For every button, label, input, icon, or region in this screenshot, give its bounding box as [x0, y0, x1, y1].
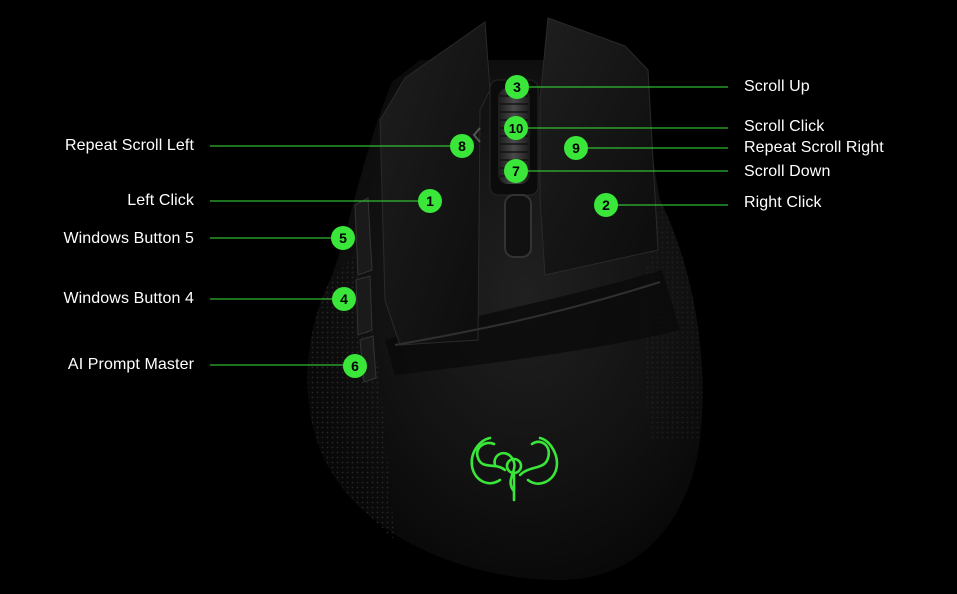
- label-scroll-down: Scroll Down: [744, 163, 831, 180]
- callout-badge-10: 10: [504, 116, 528, 140]
- callout-badge-4: 4: [332, 287, 356, 311]
- dpi-button: [504, 194, 532, 258]
- label-left-click: Left Click: [127, 192, 194, 209]
- label-right-click: Right Click: [744, 194, 822, 211]
- svg-text:2: 2: [602, 197, 610, 213]
- left-click-button: [379, 21, 491, 346]
- tilt-left-indicator-icon: [472, 127, 481, 143]
- callout-badge-6: 6: [343, 354, 367, 378]
- label-scroll-up: Scroll Up: [744, 78, 810, 95]
- svg-text:10: 10: [509, 121, 523, 136]
- side-button-4: [355, 275, 373, 336]
- label-ai-prompt-master: AI Prompt Master: [67, 356, 194, 373]
- svg-text:3: 3: [513, 79, 521, 95]
- label-windows-button-4: Windows Button 4: [63, 290, 194, 307]
- right-click-button: [539, 17, 659, 276]
- svg-text:7: 7: [512, 163, 520, 179]
- label-repeat-scroll-right: Repeat Scroll Right: [744, 139, 884, 156]
- callout-badge-2: 2: [594, 193, 618, 217]
- callout-badge-8: 8: [450, 134, 474, 158]
- svg-text:5: 5: [339, 230, 347, 246]
- svg-text:1: 1: [426, 193, 434, 209]
- label-scroll-click: Scroll Click: [744, 118, 825, 135]
- side-button-5: [354, 197, 373, 276]
- svg-text:9: 9: [572, 140, 580, 156]
- svg-text:6: 6: [351, 358, 359, 374]
- label-repeat-scroll-left: Repeat Scroll Left: [65, 137, 194, 154]
- callout-badge-9: 9: [564, 136, 588, 160]
- svg-text:8: 8: [458, 138, 466, 154]
- callout-badge-7: 7: [504, 159, 528, 183]
- label-windows-button-5: Windows Button 5: [63, 230, 194, 247]
- svg-text:4: 4: [340, 291, 348, 307]
- callout-badge-5: 5: [331, 226, 355, 250]
- razer-snake-logo-icon: [470, 436, 559, 502]
- callout-badge-1: 1: [418, 189, 442, 213]
- callout-badge-3: 3: [505, 75, 529, 99]
